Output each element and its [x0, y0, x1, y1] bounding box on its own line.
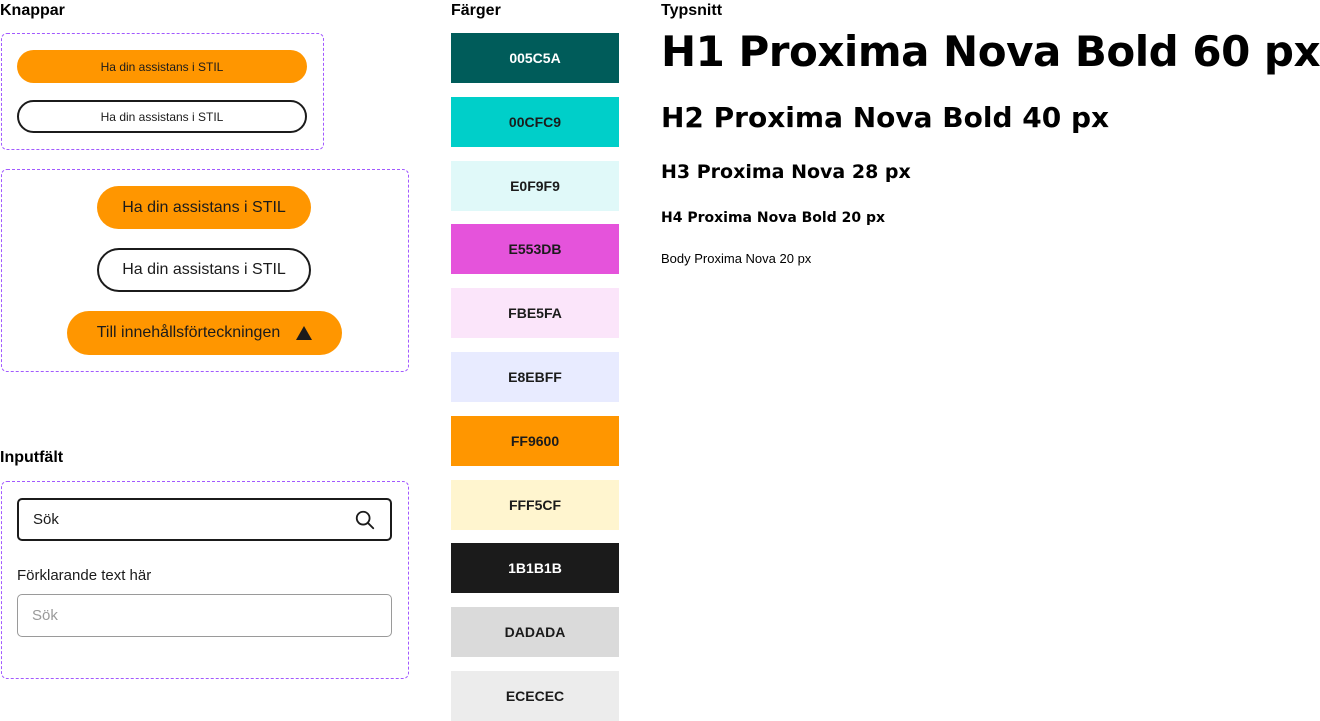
- primary-button-large[interactable]: Ha din assistans i STIL: [97, 186, 311, 229]
- toc-button-label: Till innehållsförteckningen: [96, 324, 281, 341]
- color-swatch: FFF5CF: [451, 480, 619, 530]
- h2-sample: H2 Proxima Nova Bold 40 px: [661, 101, 1110, 134]
- typography-section-title: Typsnitt: [661, 2, 723, 19]
- search-icon[interactable]: [354, 509, 376, 531]
- secondary-button-large[interactable]: Ha din assistans i STIL: [97, 248, 311, 292]
- color-swatch: E0F9F9: [451, 161, 619, 211]
- text-field: [17, 594, 392, 637]
- helper-label: Förklarande text här: [17, 567, 152, 584]
- primary-button-small[interactable]: Ha din assistans i STIL: [17, 50, 307, 83]
- body-sample: Body Proxima Nova 20 px: [661, 251, 812, 266]
- toc-button[interactable]: Till innehållsförteckningen: [67, 311, 342, 355]
- h1-sample: H1 Proxima Nova Bold 60 px: [661, 27, 1320, 76]
- h3-sample: H3 Proxima Nova 28 px: [661, 161, 911, 183]
- color-swatch: 1B1B1B: [451, 543, 619, 593]
- buttons-section-title: Knappar: [0, 2, 65, 19]
- color-swatch: DADADA: [451, 607, 619, 657]
- color-swatch: ECECEC: [451, 671, 619, 721]
- colors-section-title: Färger: [451, 2, 501, 19]
- h4-sample: H4 Proxima Nova Bold 20 px: [661, 210, 886, 226]
- search-field: [17, 498, 392, 541]
- color-swatch: FF9600: [451, 416, 619, 466]
- color-swatch: FBE5FA: [451, 288, 619, 338]
- search-input[interactable]: [33, 511, 354, 528]
- color-swatch: E8EBFF: [451, 352, 619, 402]
- color-swatch: 00CFC9: [451, 97, 619, 147]
- triangle-up-icon: [296, 326, 313, 340]
- inputs-group: [1, 481, 409, 679]
- text-input[interactable]: [32, 607, 377, 624]
- inputs-section-title: Inputfält: [0, 449, 64, 466]
- small-buttons-group: [1, 33, 324, 150]
- color-swatch: 005C5A: [451, 33, 619, 83]
- color-swatch: E553DB: [451, 224, 619, 274]
- large-buttons-group: [1, 169, 409, 372]
- secondary-button-small[interactable]: Ha din assistans i STIL: [17, 100, 307, 133]
